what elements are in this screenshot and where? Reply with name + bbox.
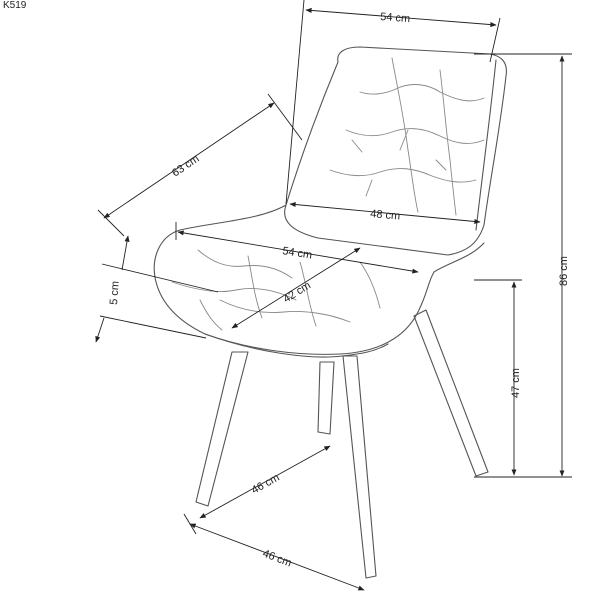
tufting [171,57,485,331]
label-total-height: 86 cm [558,256,570,286]
dimension-labels: 54 cm 63 cm 48 cm 54 cm 42 cm 5 cm 86 cm… [108,11,570,570]
backrest-inner-edge [475,59,497,231]
dim-base-width-line [189,523,365,591]
dim-backrest-inner-width-line [289,202,481,224]
model-code-label: K519 [3,0,27,11]
label-seat-height: 47 cm [510,368,522,398]
dim-backrest-diagonal-line [103,102,275,219]
dim-seat-thickness-line-top [121,235,130,271]
seat-outline [153,204,485,355]
leg-front-right [342,355,377,579]
label-backrest-diagonal: 63 cm [170,153,202,180]
dim-seat-depth-line [231,247,361,329]
dim-seat-thickness-line-bottom [95,317,105,343]
label-backrest-inner-width: 48 cm [370,208,401,223]
dim-back-width-line [305,7,497,28]
leg-back-right [413,309,489,477]
label-base-width: 46 cm [261,548,293,570]
seat-front-lower-edge [204,333,389,358]
label-seat-thickness: 5 cm [108,281,122,306]
leg-front-left [195,351,249,507]
dimension-lines [95,0,572,591]
dim-base-depth-line [199,445,331,519]
label-base-depth: 46 cm [250,472,282,497]
label-seat-depth: 42 cm [281,279,313,305]
leg-back-left [317,361,335,435]
label-back-width: 54 cm [380,11,411,25]
label-seat-width: 54 cm [282,245,313,262]
